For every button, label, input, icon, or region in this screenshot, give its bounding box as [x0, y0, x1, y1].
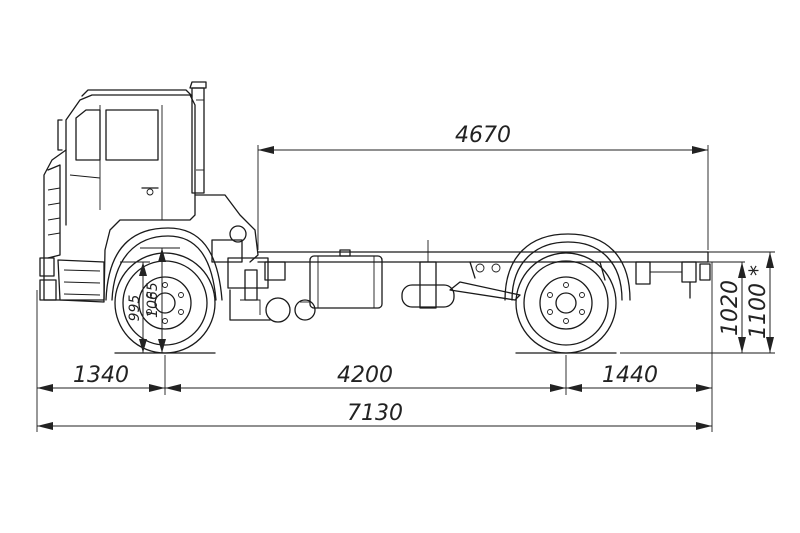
air-tank [401, 240, 455, 309]
dim-front-overhang: 1340 [73, 363, 129, 388]
rear-lights [475, 261, 711, 299]
dim-chassis-length: 4670 [455, 123, 511, 148]
rear-fender [504, 233, 631, 301]
cab [39, 89, 196, 303]
exhaust-stack [189, 81, 207, 194]
dim-wheelbase: 4200 [337, 363, 393, 388]
dim-frame-height-a: 995 [127, 295, 143, 322]
dim-frame-height-c: 1020 [718, 280, 743, 336]
dim-rear-overhang: 1440 [602, 363, 658, 388]
fuel-tank [300, 249, 383, 309]
dimension-lines [36, 145, 775, 432]
dim-frame-height-b: 1065 [145, 282, 161, 318]
rear-wheel [515, 252, 617, 354]
dim-overall-length: 7130 [347, 401, 403, 426]
truck-chassis-drawing-icon [39, 81, 711, 354]
dimension-labels: 4670 1340 4200 1440 7130 995 1065 1020 1… [73, 123, 771, 426]
dim-frame-height-d: 1100 * [746, 265, 771, 339]
rear-suspension [449, 261, 606, 301]
frame-rail [257, 251, 709, 263]
